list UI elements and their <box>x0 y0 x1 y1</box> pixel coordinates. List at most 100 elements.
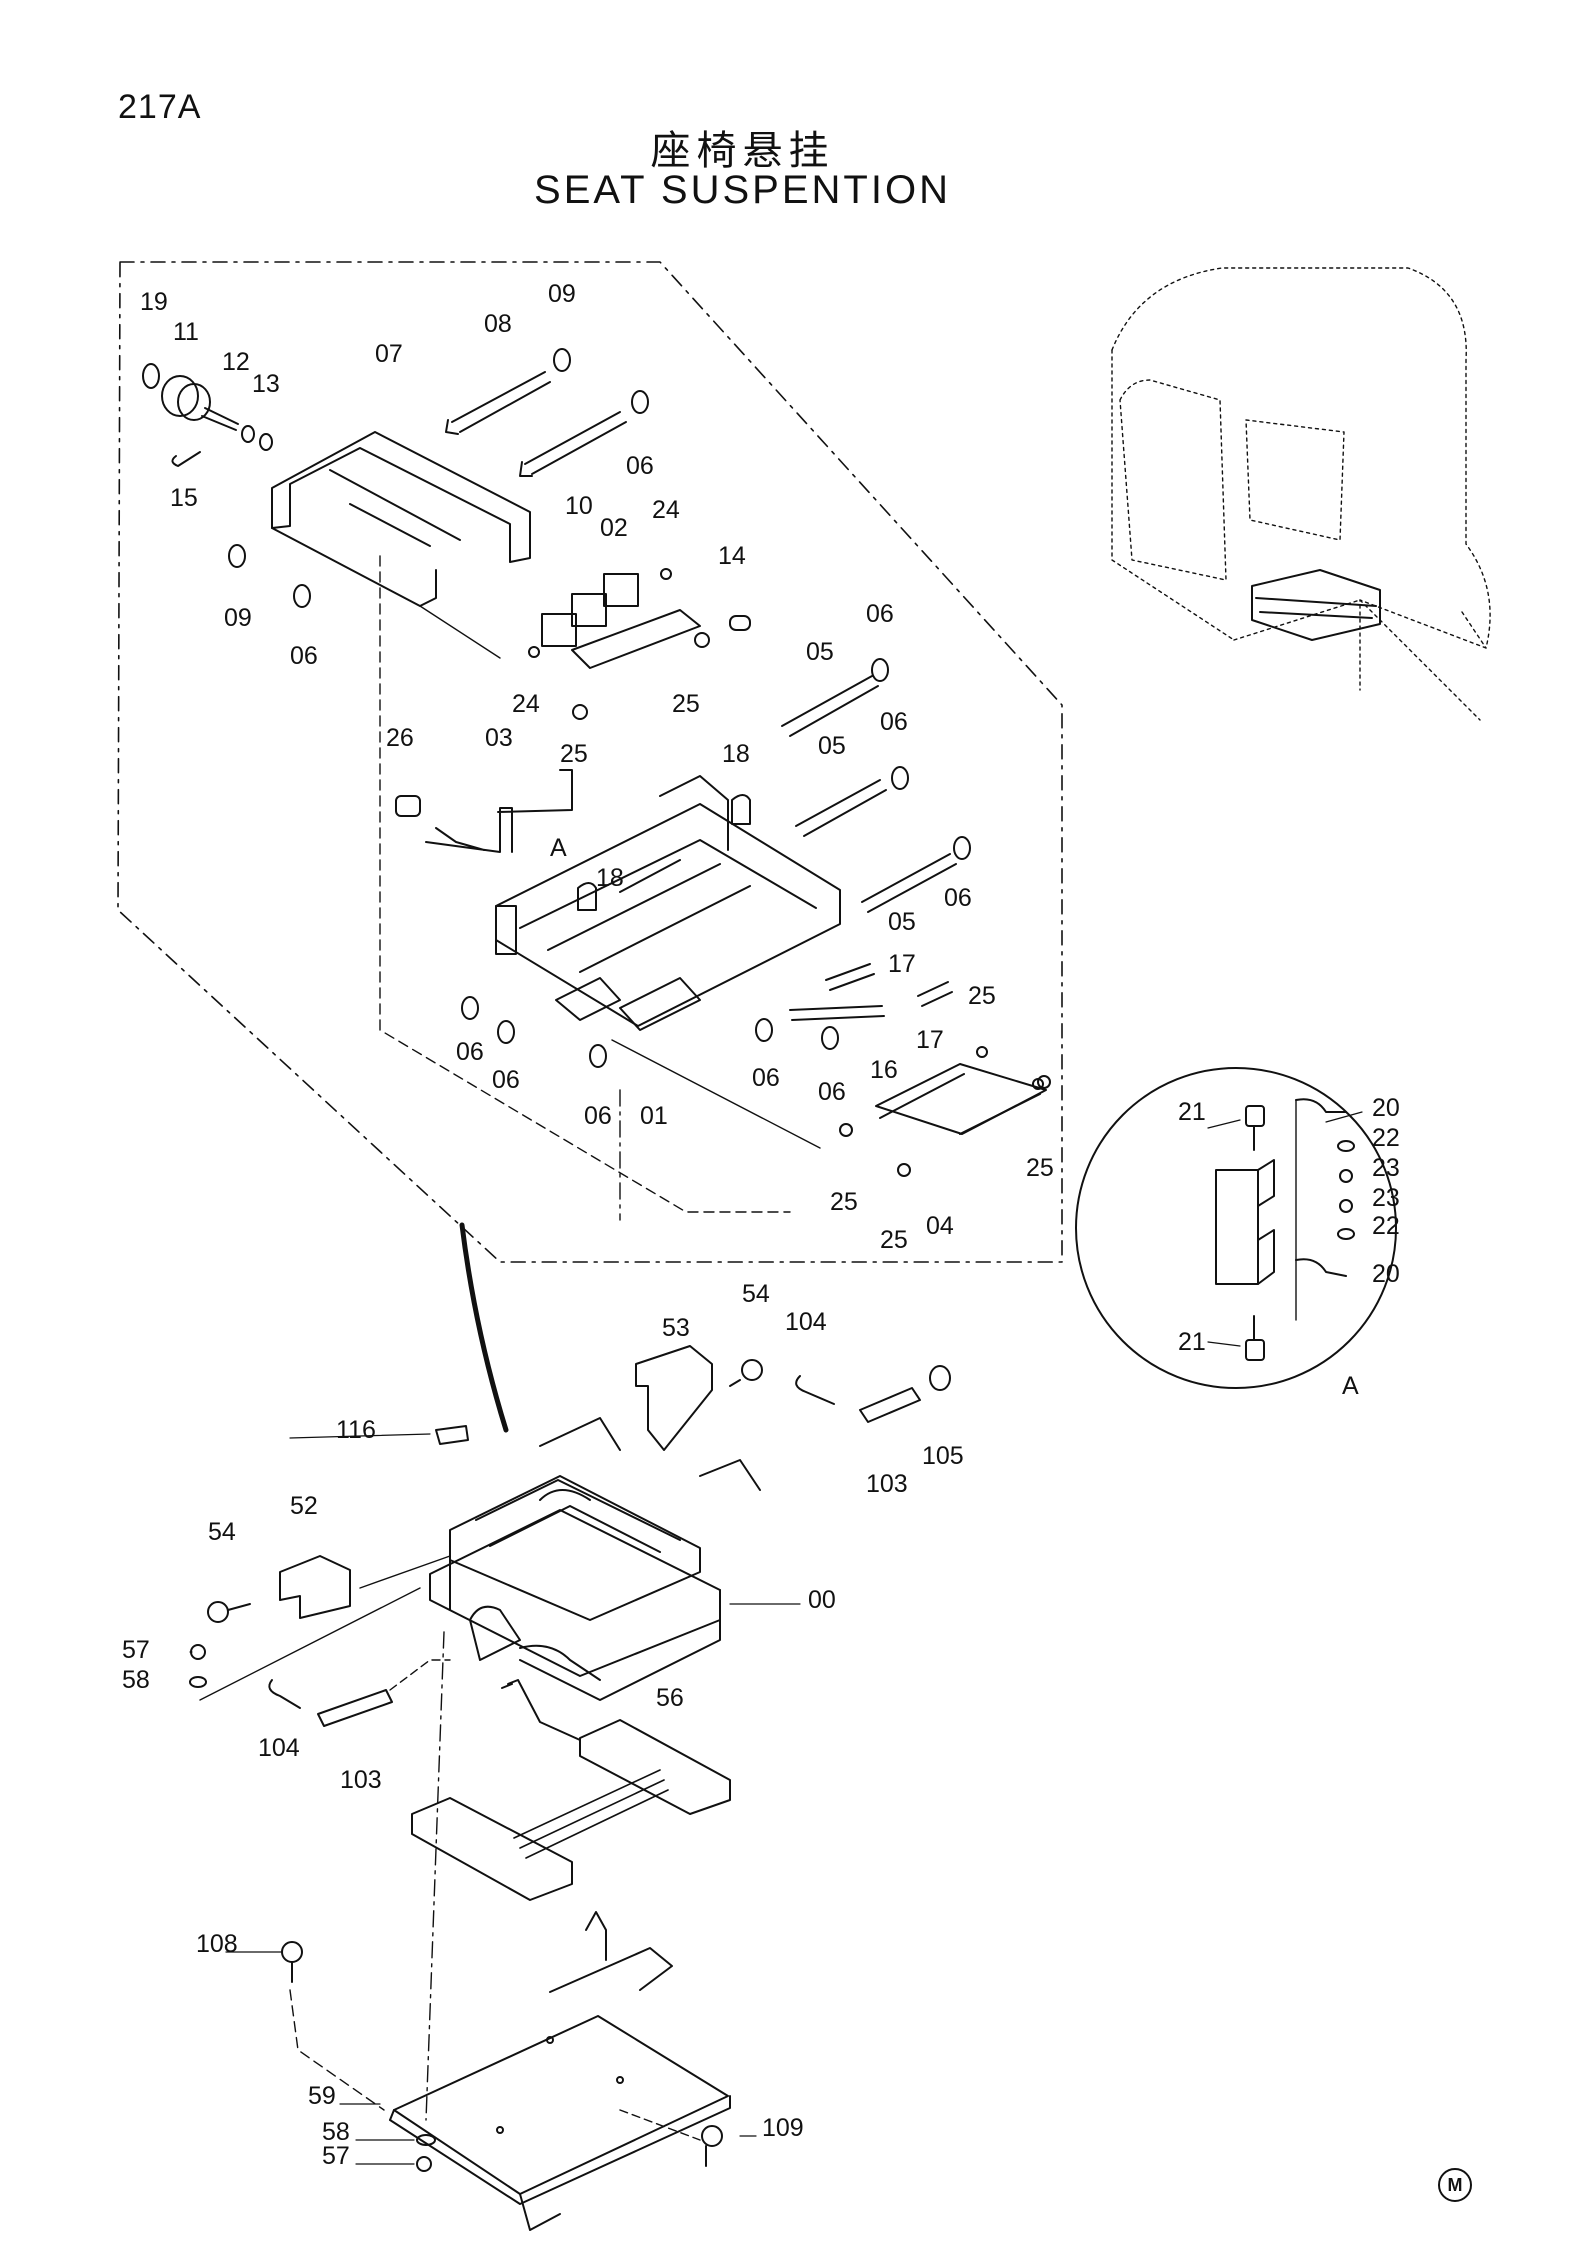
part-label-104: 104 <box>785 1308 827 1336</box>
part-label-06: 06 <box>944 884 972 912</box>
pin-103-left <box>317 1689 393 1727</box>
part-label-06: 06 <box>492 1066 520 1094</box>
upper-bracket-07 <box>271 431 531 607</box>
bracket-53 <box>635 1345 713 1451</box>
part-label-19: 19 <box>140 288 168 316</box>
scissor-frame-01 <box>495 775 841 1031</box>
part-label-23: 23 <box>1372 1154 1400 1182</box>
detail-circle-a <box>1075 1067 1397 1389</box>
part-label-06: 06 <box>290 642 318 670</box>
part-label-06: 06 <box>880 708 908 736</box>
part-label-59: 59 <box>308 2082 336 2110</box>
part-label-26: 26 <box>386 724 414 752</box>
part-label-25: 25 <box>672 690 700 718</box>
part-label-25: 25 <box>830 1188 858 1216</box>
part-label-103: 103 <box>340 1766 382 1794</box>
part-label-105: 105 <box>922 1442 964 1470</box>
part-label-11: 11 <box>173 318 199 346</box>
bolt-17-upper <box>825 963 875 991</box>
part-label-17: 17 <box>888 950 916 978</box>
part-label-103: 103 <box>866 1470 908 1498</box>
bracket-52 <box>279 1555 351 1619</box>
part-label-116: 116 <box>336 1416 376 1444</box>
part-label-15: 15 <box>170 484 198 512</box>
part-label-03: 03 <box>485 724 513 752</box>
part-label-06: 06 <box>626 452 654 480</box>
cab-seat-highlight <box>1251 569 1381 641</box>
part-label-23: 23 <box>1372 1184 1400 1212</box>
washer-13 <box>259 433 273 451</box>
part-label-21: 21 <box>1178 1098 1206 1126</box>
part-label-00: 00 <box>808 1586 836 1614</box>
part-label-13: 13 <box>252 370 280 398</box>
page-title-chinese: 座椅悬挂 <box>650 128 835 174</box>
part-label-10: 10 <box>565 492 593 520</box>
cap-18-left <box>577 882 597 911</box>
part-label-06: 06 <box>818 1078 846 1106</box>
damper-16 <box>789 1005 885 1021</box>
part-label-02: 02 <box>600 514 628 542</box>
part-label-52: 52 <box>290 1492 318 1520</box>
bolt-17-lower <box>917 981 953 1007</box>
part-label-14: 14 <box>718 542 746 570</box>
part-label-54: 54 <box>742 1280 770 1308</box>
upper-assembly-boundary <box>117 261 1063 1263</box>
part-label-17: 17 <box>916 1026 944 1054</box>
part-label-56: 56 <box>656 1684 684 1712</box>
pin-103-right <box>859 1387 921 1423</box>
part-label-06: 06 <box>866 600 894 628</box>
part-label-18: 18 <box>596 864 624 892</box>
part-label-20: 20 <box>1372 1260 1400 1288</box>
sleeve-14 <box>729 615 751 631</box>
lever-03 <box>425 769 573 853</box>
part-label-53: 53 <box>662 1314 690 1342</box>
part-label-104: 104 <box>258 1734 300 1762</box>
cap-18-right <box>731 794 751 825</box>
pin-10 <box>519 411 627 477</box>
part-label-09: 09 <box>224 604 252 632</box>
part-label-05: 05 <box>818 732 846 760</box>
part-label-09: 09 <box>548 280 576 308</box>
part-label-a: A <box>1342 1372 1359 1400</box>
part-label-25: 25 <box>1026 1154 1054 1182</box>
part-label-22: 22 <box>1372 1124 1400 1152</box>
part-label-24: 24 <box>512 690 540 718</box>
washer-19 <box>142 363 160 389</box>
bushing-25-upper <box>694 632 710 648</box>
part-label-25: 25 <box>968 982 996 1010</box>
part-label-05: 05 <box>806 638 834 666</box>
nut-24-lower <box>528 646 540 658</box>
part-label-01: 01 <box>640 1102 668 1130</box>
knob-11 <box>161 375 239 431</box>
part-label-54: 54 <box>208 1518 236 1546</box>
part-label-05: 05 <box>888 908 916 936</box>
part-label-06: 06 <box>584 1102 612 1130</box>
part-label-06: 06 <box>456 1038 484 1066</box>
bushing-26 <box>395 795 421 817</box>
block-02 <box>541 573 701 669</box>
part-label-24: 24 <box>652 496 680 524</box>
assembly-leader-stroke <box>459 1222 509 1433</box>
washer-12 <box>241 425 255 443</box>
part-label-25: 25 <box>560 740 588 768</box>
part-label-57: 57 <box>322 2142 350 2170</box>
part-label-07: 07 <box>375 340 403 368</box>
part-label-21: 21 <box>1178 1328 1206 1356</box>
part-label-06: 06 <box>752 1064 780 1092</box>
part-label-04: 04 <box>926 1212 954 1240</box>
link-04 <box>875 1046 1047 1135</box>
part-label-12: 12 <box>222 348 250 376</box>
cotter-15 <box>171 451 201 467</box>
part-label-58: 58 <box>322 2118 350 2146</box>
part-label-57: 57 <box>122 1636 150 1664</box>
nut-24-upper <box>660 568 672 580</box>
base-plate-59 <box>389 1911 731 2231</box>
page-number: 217A <box>118 88 202 126</box>
bushing-25-mid <box>572 704 588 720</box>
part-label-16: 16 <box>870 1056 898 1084</box>
part-label-109: 109 <box>762 2114 804 2142</box>
part-label-20: 20 <box>1372 1094 1400 1122</box>
part-label-25: 25 <box>880 1226 908 1254</box>
